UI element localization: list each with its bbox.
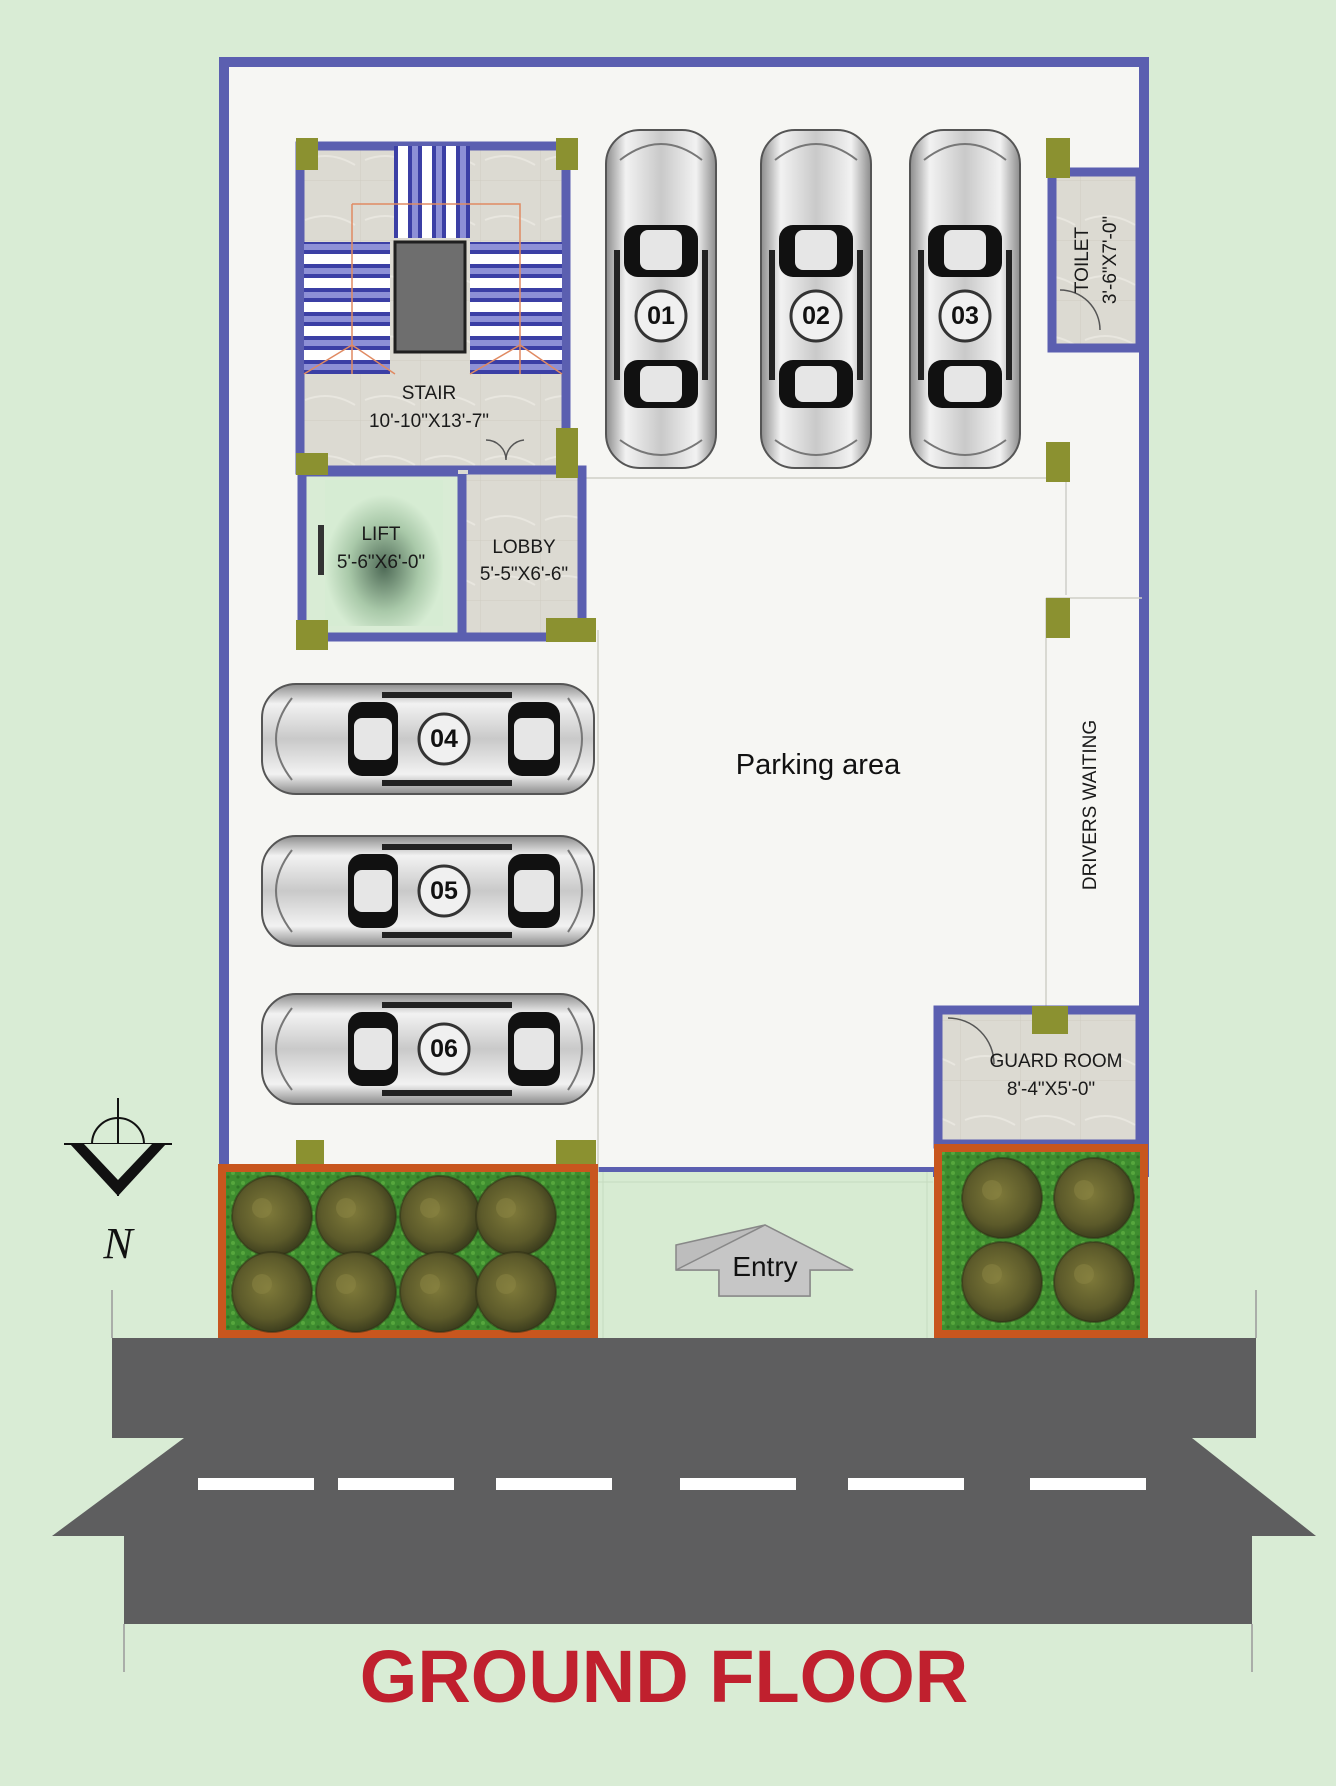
tree-12 — [1053, 1241, 1135, 1323]
planter-right — [934, 1144, 1148, 1338]
car-04-number: 04 — [430, 725, 458, 753]
driveway-lines — [597, 1172, 933, 1338]
lift-size: 5'-6"X6'-0" — [337, 552, 425, 573]
entry-label: Entry — [732, 1251, 797, 1282]
lift-room: LIFT 5'-6"X6'-0" — [297, 467, 467, 642]
tree-2 — [315, 1175, 397, 1257]
guard-room-size: 8'-4"X5'-0" — [1007, 1079, 1095, 1100]
lobby-label: LOBBY — [492, 537, 556, 558]
tree-11 — [961, 1241, 1043, 1323]
tree-6 — [315, 1251, 397, 1333]
tree-8 — [475, 1251, 557, 1333]
columns — [296, 138, 1070, 1168]
tree-3 — [399, 1175, 481, 1257]
planter-left — [218, 1164, 598, 1338]
toilet-room: TOILET 3'-6"X7'-0" — [1047, 167, 1145, 353]
car-03: 03 — [909, 129, 1021, 469]
car-01-number: 01 — [647, 302, 675, 330]
tree-4 — [475, 1175, 557, 1257]
parking-guidelines — [585, 477, 1142, 1172]
drivers-waiting-label: DRIVERS WAITING — [1080, 720, 1101, 890]
toilet-label: TOILET — [1072, 227, 1093, 294]
tree-10 — [1053, 1157, 1135, 1239]
guard-room-label: GUARD ROOM — [990, 1051, 1123, 1072]
tree-9 — [961, 1157, 1043, 1239]
stair-label: STAIR — [402, 383, 457, 404]
stair-size: 10'-10"X13'-7" — [369, 411, 489, 432]
lift-label: LIFT — [361, 524, 400, 545]
car-05: 05 — [261, 835, 595, 947]
stair-room: STAIR 10'-10"X13'-7" — [295, 141, 571, 475]
toilet-size: 3'-6"X7'-0" — [1100, 216, 1121, 304]
road-markings — [198, 1478, 1146, 1490]
car-01: 01 — [605, 129, 717, 469]
lobby-room: LOBBY 5'-5"X6'-6" — [457, 439, 587, 642]
north-arrow-icon: N — [64, 1098, 172, 1268]
car-03-number: 03 — [951, 302, 979, 330]
tree-5 — [231, 1251, 313, 1333]
page-title: GROUND FLOOR — [360, 1635, 968, 1718]
road — [52, 1290, 1316, 1672]
tree-7 — [399, 1251, 481, 1333]
parking-area-label: Parking area — [736, 749, 901, 781]
north-label: N — [102, 1219, 135, 1268]
car-02: 02 — [760, 129, 872, 469]
car-02-number: 02 — [802, 302, 830, 330]
car-04: 04 — [261, 683, 595, 795]
car-05-number: 05 — [430, 877, 458, 905]
tree-1 — [231, 1175, 313, 1257]
entry-arrow: Entry — [675, 1224, 854, 1297]
lobby-size: 5'-5"X6'-6" — [480, 564, 568, 585]
car-06: 06 — [261, 993, 595, 1105]
car-06-number: 06 — [430, 1035, 458, 1063]
